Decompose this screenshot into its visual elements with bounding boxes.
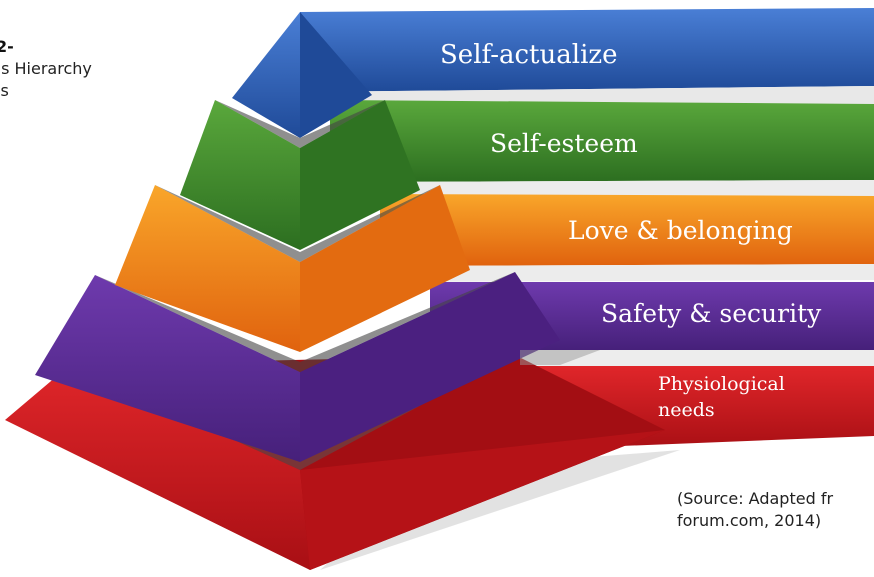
band-label-physiological: Physiological <box>658 373 785 395</box>
band-gap <box>330 180 874 198</box>
pyramid-tier-self-actualize <box>232 12 372 138</box>
band-love-belonging: Love & belonging <box>380 194 874 266</box>
source-citation: (Source: Adapted fr forum.com, 2014) <box>677 488 874 532</box>
figure-number: 2- <box>0 37 14 56</box>
band-label-self-actualize: Self-actualize <box>440 40 617 70</box>
source-line-1: (Source: Adapted fr <box>677 489 834 508</box>
band-label-needs: needs <box>658 399 715 421</box>
band-label-safety-security: Safety & security <box>601 299 822 328</box>
pyramid-tier-love <box>115 185 470 352</box>
pyramid-shadow <box>320 450 680 570</box>
tier-separator <box>215 100 385 148</box>
figure-caption: 2- ’s Hierarchy ls <box>0 36 146 102</box>
source-line-2: forum.com, 2014) <box>677 511 822 530</box>
band-shadow <box>520 350 600 365</box>
band-label-self-esteem: Self-esteem <box>490 129 638 158</box>
pyramid-tier-esteem <box>180 100 420 250</box>
band-self-actualize: Self-actualize <box>300 8 874 92</box>
caption-line-1: ’s Hierarchy <box>0 59 92 78</box>
pyramid-tier-safety <box>35 272 560 462</box>
band-self-esteem: Self-esteem <box>330 100 874 182</box>
band-label-love-belonging: Love & belonging <box>568 216 793 245</box>
caption-line-2: ls <box>0 81 9 100</box>
